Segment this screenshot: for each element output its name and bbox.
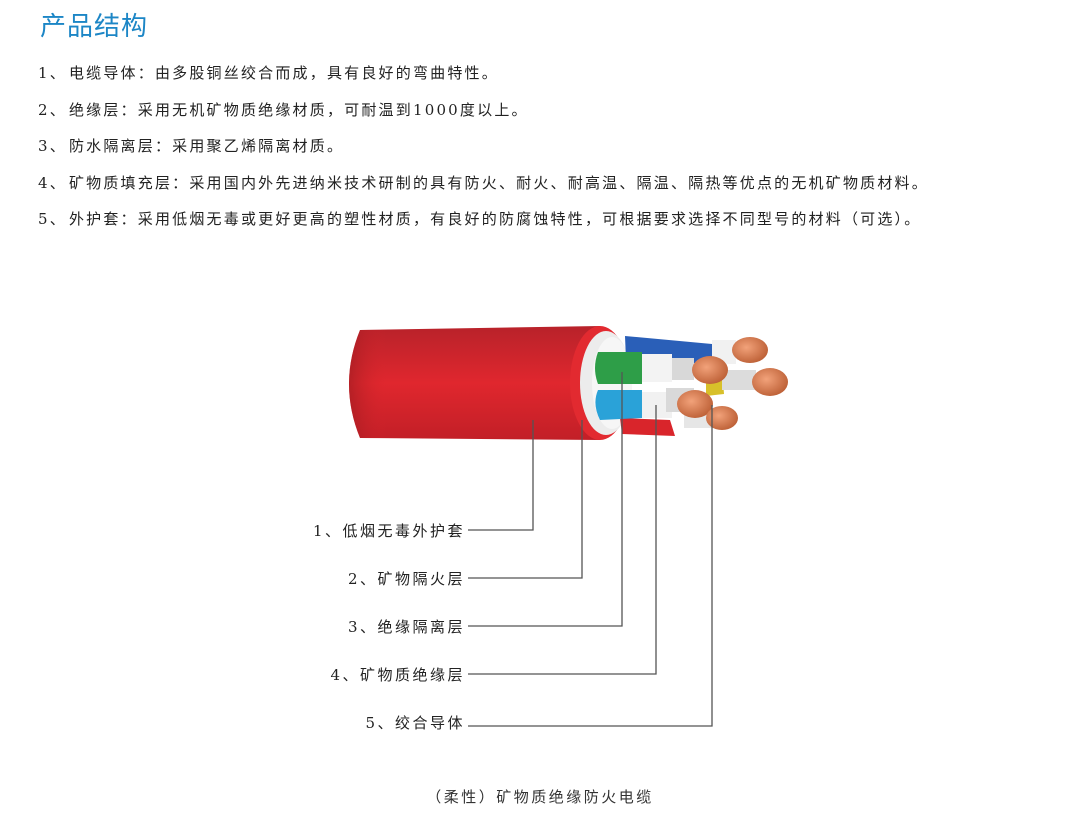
callout-stranded-conductor: 5、绞合导体 bbox=[365, 714, 465, 732]
callout-outer-sheath: 1、低烟无毒外护套 bbox=[312, 522, 465, 540]
spec-number: 1、 bbox=[38, 64, 67, 82]
spec-item-waterproof: 3、防水隔离层：采用聚乙烯隔离材质。 bbox=[38, 133, 929, 170]
core-cyan bbox=[595, 390, 642, 420]
page-title: 产品结构 bbox=[40, 12, 149, 42]
spec-item-insulation: 2、绝缘层：采用无机矿物质绝缘材质，可耐温到1000度以上。 bbox=[38, 97, 929, 134]
spec-item-filler: 4、矿物质填充层：采用国内外先进纳米技术研制的具有防火、耐火、耐高温、隔温、隔热… bbox=[38, 170, 929, 207]
spec-item-sheath: 5、外护套：采用低烟无毒或更好更高的塑性材质，有良好的防腐蚀特性，可根据要求选择… bbox=[38, 206, 929, 243]
spec-text: 矿物质填充层：采用国内外先进纳米技术研制的具有防火、耐火、耐高温、隔温、隔热等优… bbox=[68, 173, 929, 192]
spec-number: 2、 bbox=[38, 100, 67, 119]
callout-fire-barrier: 2、矿物隔火层 bbox=[347, 570, 465, 588]
spec-item-conductor: 1、电缆导体：由多股铜丝绞合而成，具有良好的弯曲特性。 bbox=[38, 60, 929, 97]
spec-list: 1、电缆导体：由多股铜丝绞合而成，具有良好的弯曲特性。 2、绝缘层：采用无机矿物… bbox=[38, 60, 929, 243]
spec-number: 3、 bbox=[38, 137, 67, 155]
spec-text: 外护套：采用低烟无毒或更好更高的塑性材质，有良好的防腐蚀特性，可根据要求选择不同… bbox=[68, 210, 922, 228]
spec-text: 电缆导体：由多股铜丝绞合而成，具有良好的弯曲特性。 bbox=[68, 64, 499, 82]
spec-text: 绝缘层：采用无机矿物质绝缘材质，可耐温到1000度以上。 bbox=[68, 100, 529, 119]
cable-cross-section-illustration bbox=[349, 326, 788, 440]
spec-number: 5、 bbox=[38, 210, 67, 228]
callout-mineral-insulation: 4、矿物质绝缘层 bbox=[330, 666, 465, 684]
core-green bbox=[595, 352, 642, 384]
figure-caption: （柔性）矿物质绝缘防火电缆 bbox=[426, 788, 654, 806]
stranded-conductors bbox=[677, 337, 788, 430]
spec-text: 防水隔离层：采用聚乙烯隔离材质。 bbox=[68, 137, 345, 155]
callout-insulation-barrier: 3、绝缘隔离层 bbox=[347, 618, 465, 636]
spec-number: 4、 bbox=[38, 173, 67, 192]
